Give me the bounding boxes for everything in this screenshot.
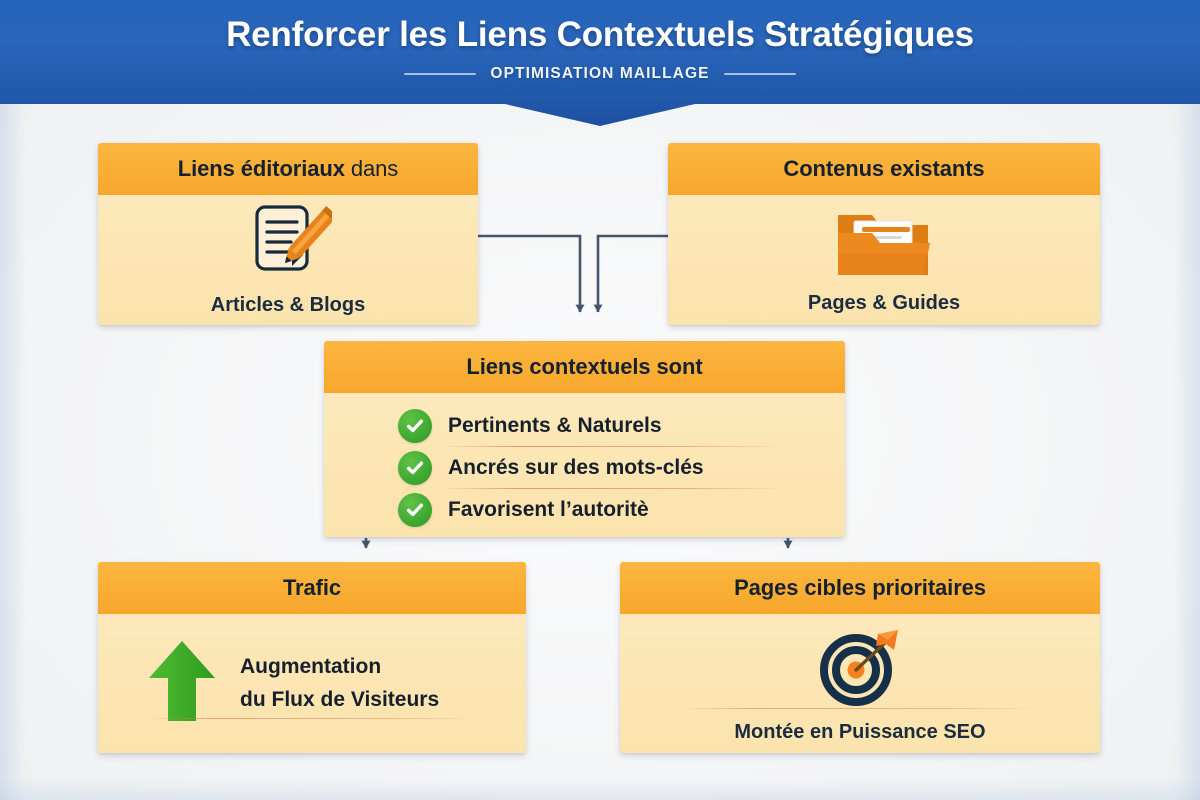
node-target-body: Montée en Puissance SEO <box>620 614 1100 753</box>
connector-editorial-to-central <box>478 234 585 313</box>
check-circle-icon <box>398 451 432 485</box>
check-circle-icon <box>398 493 432 527</box>
rule-right <box>723 72 796 75</box>
benefit-list: Pertinents & Naturels Ancrés sur des mot… <box>324 393 845 537</box>
node-target-pages[interactable]: Pages cibles prioritaires Montée en Puis… <box>620 562 1100 753</box>
node-editorial-title-strong: Liens éditoriaux <box>177 156 345 181</box>
list-item[interactable]: Favorisent l’autoritè <box>398 489 845 531</box>
page-title: Renforcer les Liens Contextuels Stratégi… <box>226 15 974 54</box>
row-divider <box>440 487 789 489</box>
page-subtitle: OPTIMISATION MAILLAGE <box>490 64 710 82</box>
node-existing-body: Pages & Guides <box>668 195 1100 325</box>
node-existing-header: Contenus existants <box>668 143 1100 195</box>
list-item[interactable]: Ancrés sur des mots-clés <box>398 447 845 489</box>
document-pencil-icon <box>244 203 338 284</box>
node-traffic-header: Trafic <box>98 562 526 614</box>
list-item[interactable]: Pertinents & Naturels <box>398 405 845 447</box>
traffic-underline <box>144 717 482 719</box>
node-target-header: Pages cibles prioritaires <box>620 562 1100 614</box>
node-editorial-links[interactable]: Liens éditoriaux dans <box>98 143 478 325</box>
green-up-arrow-icon <box>146 638 218 729</box>
node-traffic-title: Trafic <box>282 575 342 600</box>
rule-left <box>404 72 477 75</box>
traffic-line-1: Augmentation <box>240 654 382 678</box>
list-item-label: Pertinents & Naturels <box>448 414 662 437</box>
node-target-caption: Montée en Puissance SEO <box>734 720 986 743</box>
node-target-title: Pages cibles prioritaires <box>734 575 986 600</box>
node-existing-caption: Pages & Guides <box>807 292 961 314</box>
target-dart-icon <box>812 624 908 715</box>
list-item-label: Ancrés sur des mots-clés <box>448 456 704 479</box>
connector-existing-to-central <box>593 234 668 313</box>
node-existing-title: Contenus existants <box>783 156 985 181</box>
node-central-title: Liens contextuels sont <box>466 354 703 379</box>
row-divider <box>440 445 789 447</box>
target-underline <box>680 707 1042 709</box>
node-central-header: Liens contextuels sont <box>324 341 845 393</box>
node-traffic[interactable]: Trafic Augmentation du Flux de Visiteurs <box>98 562 526 753</box>
node-editorial-caption: Articles & Blogs <box>210 294 366 316</box>
traffic-line-2: du Flux de Visiteurs <box>240 687 440 711</box>
folder-open-icon <box>832 205 936 288</box>
node-traffic-body: Augmentation du Flux de Visiteurs <box>98 614 526 753</box>
header-banner: Renforcer les Liens Contextuels Stratégi… <box>0 0 1200 104</box>
list-item-label: Favorisent l’autoritè <box>448 498 649 521</box>
node-editorial-header: Liens éditoriaux dans <box>98 143 478 195</box>
check-circle-icon <box>398 409 432 443</box>
node-central-body: Pertinents & Naturels Ancrés sur des mot… <box>324 393 845 537</box>
header-subtitle-row: OPTIMISATION MAILLAGE <box>404 64 796 83</box>
node-traffic-description: Augmentation du Flux de Visiteurs <box>240 651 439 716</box>
node-editorial-body: Articles & Blogs <box>98 195 478 325</box>
node-editorial-title-thin: dans <box>350 156 399 181</box>
banner-pointer <box>505 104 695 126</box>
node-existing-content[interactable]: Contenus existants Pages & Guides <box>668 143 1100 325</box>
node-contextual-links[interactable]: Liens contextuels sont Pertinents & Natu… <box>324 341 845 537</box>
